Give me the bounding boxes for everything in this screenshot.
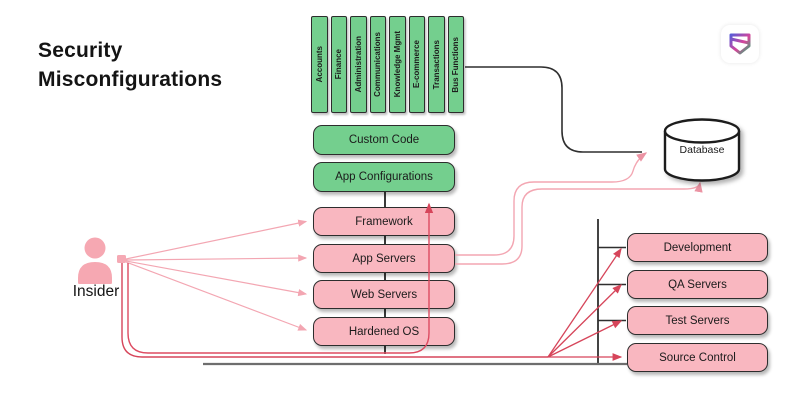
node-hardened-os: Hardened OS bbox=[313, 317, 455, 346]
node-web-servers: Web Servers bbox=[313, 280, 455, 309]
brand-logo bbox=[721, 25, 759, 63]
bar-transactions: Transactions bbox=[428, 16, 445, 113]
bar-accounts: Accounts bbox=[311, 16, 328, 113]
bar-communications: Communications bbox=[369, 16, 386, 113]
bar-administration: Administration bbox=[350, 16, 367, 113]
node-test-servers: Test Servers bbox=[627, 306, 768, 335]
node-custom-code: Custom Code bbox=[313, 125, 455, 155]
insider-label: Insider bbox=[72, 283, 120, 300]
page-title-line1: Security bbox=[38, 39, 123, 62]
bar-finance: Finance bbox=[330, 16, 347, 113]
node-development: Development bbox=[627, 233, 768, 262]
bar-e-commerce: E-commerce bbox=[408, 16, 425, 113]
insider-person-icon bbox=[74, 236, 116, 289]
node-app-servers: App Servers bbox=[313, 244, 455, 273]
node-app-configurations: App Configurations bbox=[313, 162, 455, 192]
database-label: Database bbox=[679, 144, 725, 156]
node-qa-servers: QA Servers bbox=[627, 270, 768, 299]
shield-gradient-icon bbox=[729, 33, 751, 55]
page-title-line2: Misconfigurations bbox=[38, 68, 223, 91]
page-title: Security Misconfigurations bbox=[38, 36, 222, 94]
bar-knowledge-mgmt: Knowledge Mgmt bbox=[389, 16, 406, 113]
business-functions-bars: Accounts Finance Administration Communic… bbox=[311, 16, 464, 113]
bar-bus-functions: Bus Functions bbox=[447, 16, 464, 113]
node-framework: Framework bbox=[313, 207, 455, 236]
node-source-control: Source Control bbox=[627, 343, 768, 372]
